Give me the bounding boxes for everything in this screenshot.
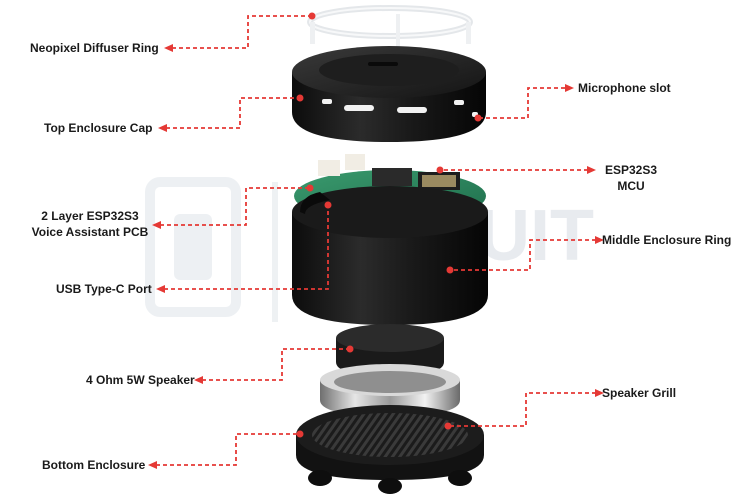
leader-grill (448, 392, 596, 427)
leader-top-cap (166, 97, 300, 129)
watermark-logo (145, 177, 278, 322)
label-bottom-enclosure: Bottom Enclosure (42, 458, 146, 472)
callout-markers (148, 12, 604, 469)
leader-usb (164, 205, 329, 290)
leader-pcb (160, 187, 310, 226)
label-neopixel-diffuser-ring: Neopixel Diffuser Ring (30, 41, 159, 55)
bottom-enclosure (296, 405, 484, 494)
label-pcb-line1: 2 Layer ESP32S3 (41, 209, 139, 223)
label-speaker-grill: Speaker Grill (602, 386, 677, 400)
callout-leaders (156, 15, 596, 466)
label-middle-enclosure-ring: Middle Enclosure Ring (602, 233, 732, 247)
label-pcb: 2 Layer ESP32S3 Voice Assistant PCB (28, 208, 152, 240)
neopixel-diffuser-ring (307, 5, 473, 54)
label-speaker: 4 Ohm 5W Speaker (86, 373, 195, 387)
label-esp32s3-mcu: ESP32S3 MCU (600, 162, 662, 194)
leader-microphone (478, 87, 565, 119)
speaker-grill-mesh (312, 413, 468, 457)
middle-enclosure-ring (292, 186, 488, 325)
leader-neopixel (172, 15, 312, 49)
label-pcb-line2: Voice Assistant PCB (31, 225, 149, 239)
label-top-enclosure-cap: Top Enclosure Cap (44, 121, 153, 135)
top-enclosure-cap (292, 46, 486, 142)
speaker (320, 324, 460, 416)
label-usb-type-c-port: USB Type-C Port (56, 282, 152, 296)
label-mcu-line2: MCU (617, 179, 645, 193)
leader-bottom (156, 433, 300, 466)
label-microphone-slot: Microphone slot (578, 81, 671, 95)
label-mcu-line1: ESP32S3 (604, 163, 658, 177)
watermark-text: UIT (478, 196, 594, 276)
leader-middle-ring (450, 239, 596, 271)
